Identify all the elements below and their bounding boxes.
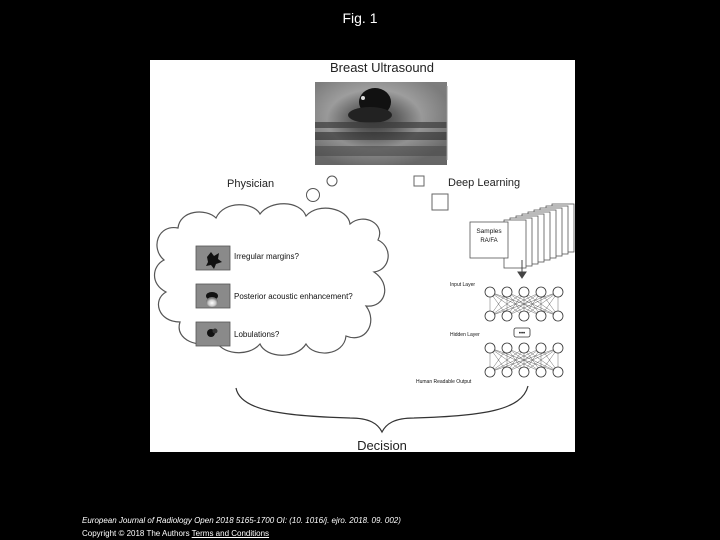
question-posterior-acoustic-enhancement: Posterior acoustic enhancement?: [195, 283, 353, 309]
physician-title: Physician: [227, 178, 274, 190]
network-node: [501, 366, 513, 378]
figure-panel: Breast Ultrasound Physician: [150, 60, 575, 452]
network-edge: [489, 347, 542, 373]
diagram-heading: Breast Ultrasound: [330, 60, 434, 75]
question-label: Lobulations?: [234, 330, 280, 339]
network-node: [484, 286, 496, 298]
hidden-layer-label: Hidden Layer: [450, 332, 480, 338]
network-node: [535, 286, 547, 298]
ultrasound-image: [315, 82, 448, 165]
network-node: [518, 286, 530, 298]
network-edge: [489, 347, 559, 373]
network-edge: [489, 347, 525, 373]
question-irregular-margins: Irregular margins?: [195, 245, 299, 271]
samples-label: Samples: [476, 228, 502, 235]
network-node: [552, 310, 564, 322]
input-layer-label: Input Layer: [450, 282, 475, 288]
network-nodes: [484, 286, 564, 378]
network-node: [535, 310, 547, 322]
diagram-canvas: Breast Ultrasound Physician: [153, 60, 575, 452]
network-node: [518, 342, 530, 354]
network-node: [552, 366, 564, 378]
network-node: [501, 310, 513, 322]
copyright-text: Copyright © 2018 The Authors: [82, 529, 190, 538]
samples-arrow: [517, 260, 527, 279]
question-label: Posterior acoustic enhancement?: [234, 292, 353, 301]
hidden-layer-ellipsis-box: [513, 327, 531, 338]
network-edge: [506, 347, 559, 373]
network-node: [484, 342, 496, 354]
network-edge: [489, 291, 525, 317]
network-node: [535, 366, 547, 378]
deep-learning-title: Deep Learning: [448, 177, 520, 189]
image-patch-trail: [413, 175, 449, 211]
thought-bubble-trail: [306, 175, 338, 202]
decision-label: Decision: [357, 438, 407, 452]
samples-stack: [469, 203, 575, 269]
terms-link[interactable]: Terms and Conditions: [191, 529, 270, 538]
figure-title: Fig. 1: [342, 10, 378, 26]
network-edge: [506, 291, 559, 317]
output-layer-label: Human Readable Output: [416, 379, 472, 385]
copyright-line: Copyright © 2018 The Authors Terms and C…: [82, 529, 269, 538]
network-edge: [523, 347, 559, 373]
hidden-layer-ellipsis: •••: [519, 331, 525, 337]
network-node: [484, 310, 496, 322]
network-node: [552, 342, 564, 354]
network-edge: [489, 291, 559, 317]
question-label: Irregular margins?: [234, 252, 299, 261]
question-lobulations: Lobulations?: [195, 321, 280, 347]
citation-text: European Journal of Radiology Open 2018 …: [82, 516, 401, 525]
network-edge: [489, 291, 542, 317]
network-node: [501, 286, 513, 298]
network-node: [518, 366, 530, 378]
network-node: [552, 286, 564, 298]
network-node: [535, 342, 547, 354]
network-edge: [523, 291, 559, 317]
decision-brace: [235, 385, 529, 434]
samples-sublabel: RA/FA: [480, 238, 497, 244]
network-node: [484, 366, 496, 378]
physician-thought-cloud: [153, 203, 389, 356]
neural-network: Input Layer Hidden Layer Human Readable …: [416, 282, 564, 385]
network-node: [501, 342, 513, 354]
network-node: [518, 310, 530, 322]
